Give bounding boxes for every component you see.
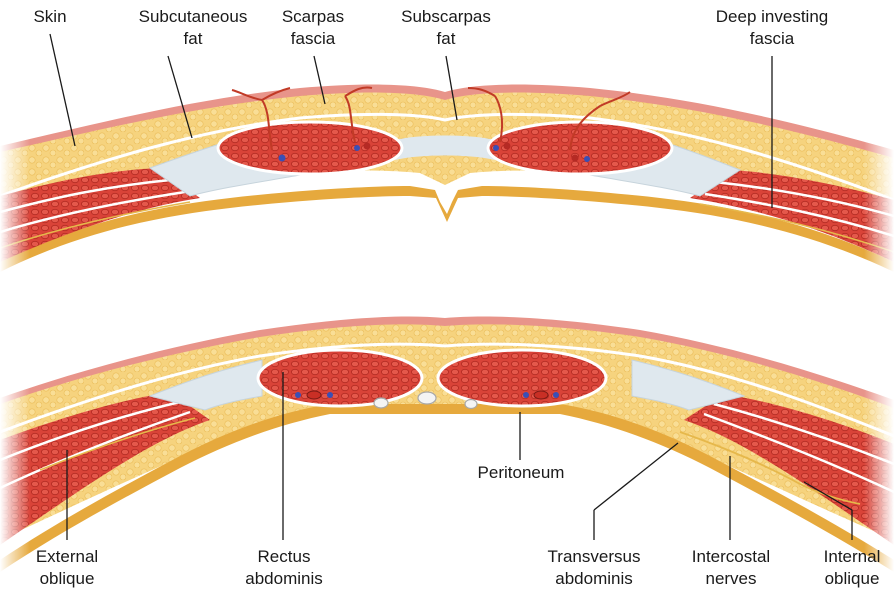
- label-transversus-abdominis-line1: Transversus: [548, 547, 641, 566]
- label-external-oblique-line1: External: [36, 547, 98, 566]
- top-right-rectus-muscle: [488, 122, 672, 174]
- label-deep-investing-fascia-line1: Deep investing: [716, 7, 828, 26]
- label-scarpas-fascia-line2: fascia: [291, 29, 336, 48]
- label-intercostal-nerves-line1: Intercostal: [692, 547, 770, 566]
- bottom-right-rectus-muscle: [438, 350, 606, 406]
- label-deep-investing-fascia-line2: fascia: [750, 29, 795, 48]
- label-rectus-abdominis-line1: Rectus: [258, 547, 311, 566]
- bottom-cross-section: [0, 310, 894, 580]
- label-internal-oblique-line2: oblique: [825, 569, 880, 588]
- label-subscarpas-fat-line2: fat: [437, 29, 456, 48]
- label-subcutaneous-fat-line1: Subcutaneous: [139, 7, 248, 26]
- label-peritoneum: Peritoneum: [478, 463, 565, 482]
- label-internal-oblique-line1: Internal: [824, 547, 881, 566]
- label-subcutaneous-fat-line2: fat: [184, 29, 203, 48]
- top-left-rectus-muscle: [218, 122, 402, 174]
- label-skin: Skin: [33, 7, 66, 26]
- label-external-oblique-line2: oblique: [40, 569, 95, 588]
- label-scarpas-fascia-line1: Scarpas: [282, 7, 344, 26]
- label-intercostal-nerves-line2: nerves: [705, 569, 756, 588]
- top-cross-section: [0, 80, 894, 280]
- label-rectus-abdominis-line2: abdominis: [245, 569, 323, 588]
- label-subscarpas-fat-line1: Subscarpas: [401, 7, 491, 26]
- label-transversus-abdominis-line2: abdominis: [555, 569, 633, 588]
